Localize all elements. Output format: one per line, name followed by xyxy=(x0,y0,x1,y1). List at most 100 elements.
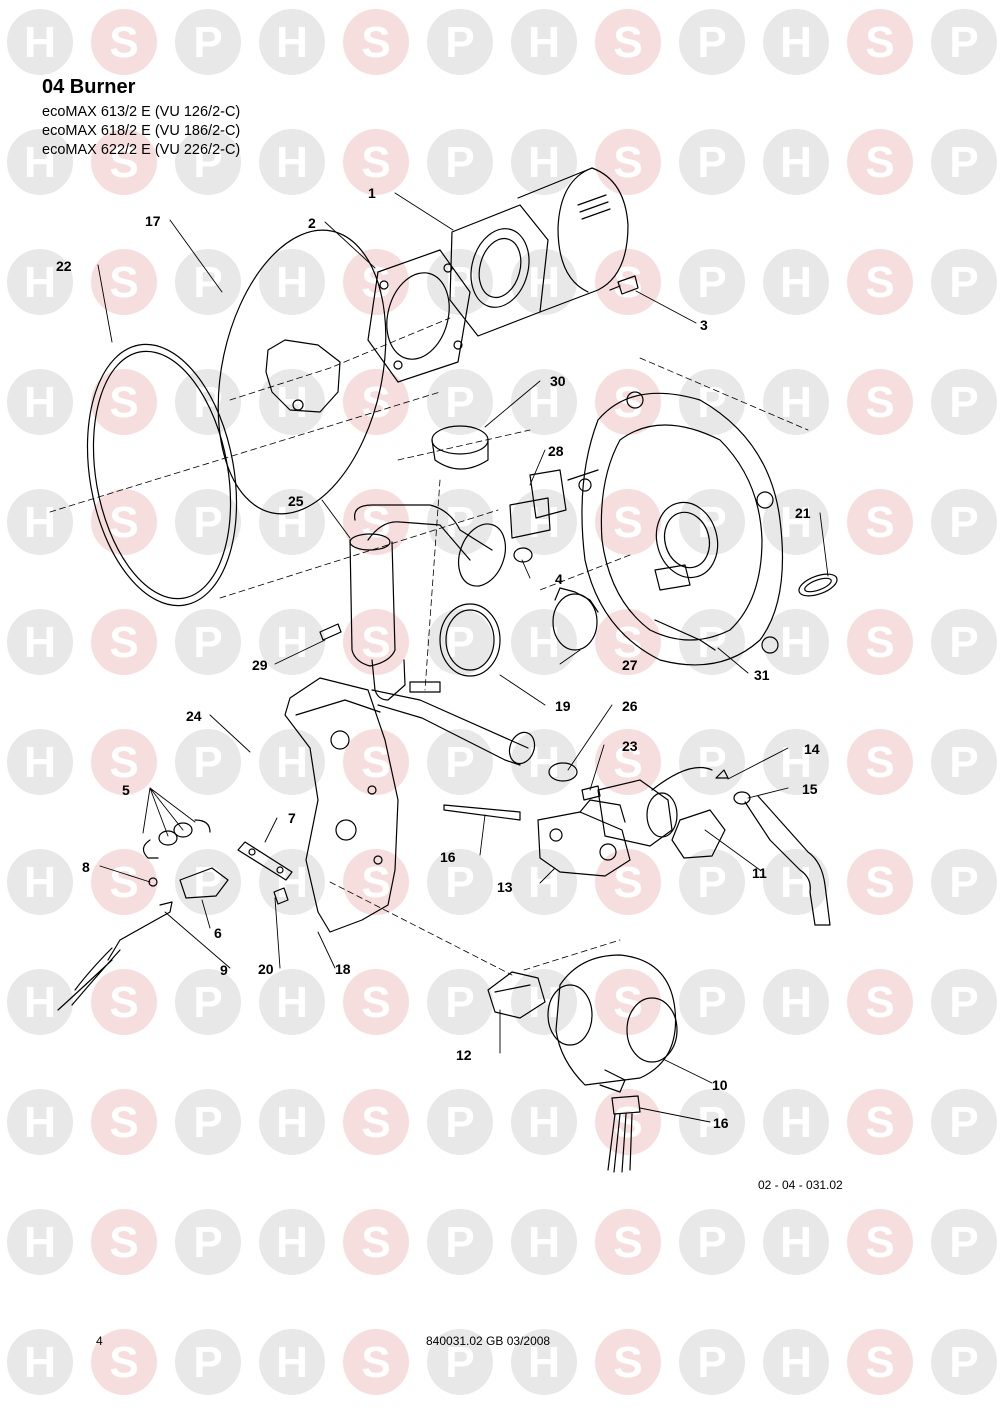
watermark-circle xyxy=(343,1329,409,1395)
watermark-circle xyxy=(7,369,73,435)
manifold-part xyxy=(284,677,399,933)
watermark-letter: H xyxy=(24,18,56,67)
watermark-circle xyxy=(595,1329,661,1395)
watermark-circle xyxy=(259,1089,325,1155)
nut-part xyxy=(513,547,533,563)
watermark-letter: H xyxy=(24,738,56,787)
watermark-circle xyxy=(847,609,913,675)
watermark-circle xyxy=(595,129,661,195)
watermark-circle xyxy=(91,489,157,555)
fitting-part xyxy=(552,587,599,651)
watermark-letter: P xyxy=(697,138,726,187)
watermark-letter: P xyxy=(949,18,978,67)
insulation-disc-part xyxy=(217,229,387,515)
watermark-circle xyxy=(931,1209,997,1275)
plate-gasket-part xyxy=(237,841,293,881)
watermark-circle xyxy=(91,1089,157,1155)
watermark-letter: S xyxy=(613,618,642,667)
watermark-letter: S xyxy=(865,1218,894,1267)
watermark-circle xyxy=(427,1089,493,1155)
watermark-circle xyxy=(595,1209,661,1275)
watermark-circle xyxy=(763,1209,829,1275)
watermark-circle xyxy=(343,729,409,795)
callout-30: 30 xyxy=(550,373,566,389)
watermark-letter: P xyxy=(949,618,978,667)
document-code: 840031.02 GB 03/2008 xyxy=(426,1334,551,1348)
watermark-letter: P xyxy=(949,1218,978,1267)
watermark-letter: P xyxy=(949,378,978,427)
watermark-letter: H xyxy=(528,138,560,187)
watermark-circle xyxy=(259,1329,325,1395)
watermark-circle xyxy=(343,369,409,435)
watermark-circle xyxy=(91,969,157,1035)
callout-16b: 16 xyxy=(713,1115,729,1131)
watermark-letter: H xyxy=(276,618,308,667)
watermark-circle xyxy=(7,249,73,315)
screw-23-part xyxy=(581,785,601,801)
watermark-circle xyxy=(931,1329,997,1395)
watermark-circle xyxy=(847,1089,913,1155)
watermark-circle xyxy=(343,1209,409,1275)
spark-probe-part xyxy=(443,804,521,821)
watermark-circle xyxy=(679,129,745,195)
watermark-circle xyxy=(343,969,409,1035)
watermark-letter: S xyxy=(109,138,138,187)
callout-26: 26 xyxy=(622,698,638,714)
watermark-circle xyxy=(175,9,241,75)
watermark-letter: S xyxy=(361,378,390,427)
callout-20: 20 xyxy=(258,961,274,977)
watermark-letter: H xyxy=(24,378,56,427)
watermark-circle xyxy=(763,249,829,315)
watermark-circle xyxy=(511,849,577,915)
watermark-letter: H xyxy=(780,1338,812,1387)
watermark-letter: P xyxy=(697,258,726,307)
watermark-letter: H xyxy=(780,978,812,1027)
watermark-letter: S xyxy=(361,18,390,67)
watermark-circle xyxy=(343,1089,409,1155)
callout-1: 1 xyxy=(368,185,376,201)
watermark-circle xyxy=(427,1209,493,1275)
watermark-circle xyxy=(175,129,241,195)
watermark-letter: P xyxy=(193,498,222,547)
burner-gasket-part xyxy=(367,249,471,383)
watermark-circle xyxy=(259,609,325,675)
watermark-letter: S xyxy=(865,378,894,427)
watermark-letter: H xyxy=(24,1098,56,1147)
seal-set-part xyxy=(142,819,211,859)
watermark-circle xyxy=(91,729,157,795)
watermark-letter: P xyxy=(193,978,222,1027)
callout-27: 27 xyxy=(622,657,638,673)
watermark-circle xyxy=(259,249,325,315)
watermark-letter: P xyxy=(949,498,978,547)
callout-19: 19 xyxy=(555,698,571,714)
watermark-letter: S xyxy=(865,1338,894,1387)
watermark-circle xyxy=(175,1209,241,1275)
watermark-circle xyxy=(847,849,913,915)
watermark-letter: P xyxy=(193,1098,222,1147)
watermark-circle xyxy=(679,1089,745,1155)
watermark-letter: P xyxy=(949,1338,978,1387)
electrode-assembly-part xyxy=(57,867,229,1011)
watermark-letter: P xyxy=(193,738,222,787)
watermark-letter: H xyxy=(276,1218,308,1267)
watermark-letter: P xyxy=(445,738,474,787)
watermark-circle xyxy=(931,9,997,75)
watermark-circle xyxy=(763,9,829,75)
watermark-circle xyxy=(7,609,73,675)
watermark-letter: S xyxy=(109,618,138,667)
leader-lines xyxy=(97,192,829,1123)
drawing-reference: 02 - 04 - 031.02 xyxy=(758,1178,843,1192)
callout-24: 24 xyxy=(186,708,202,724)
sealing-ring-part xyxy=(86,343,238,607)
watermark-letter: H xyxy=(780,138,812,187)
watermark-circle xyxy=(931,489,997,555)
screw-3-part xyxy=(609,275,639,295)
callout-31: 31 xyxy=(754,667,770,683)
watermark-letter: P xyxy=(949,858,978,907)
watermark-letter: H xyxy=(276,858,308,907)
watermark-letter: P xyxy=(193,1338,222,1387)
watermark-letter: H xyxy=(276,258,308,307)
watermark-circle xyxy=(259,969,325,1035)
watermark-circle xyxy=(7,729,73,795)
watermark-circle xyxy=(343,9,409,75)
